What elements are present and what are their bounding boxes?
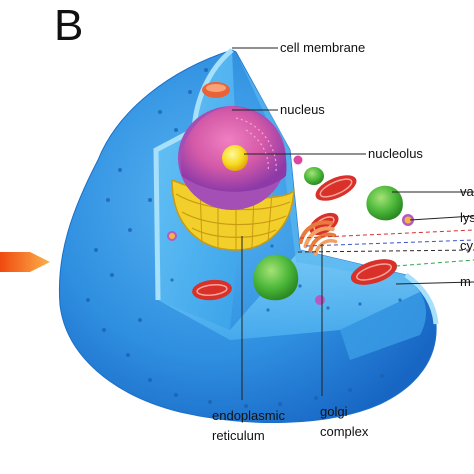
label-golgi-line1: golgi (320, 404, 348, 419)
label-nucleolus: nucleolus (368, 146, 423, 161)
label-cell-membrane: cell membrane (280, 40, 365, 55)
label-lysosome: lys (460, 210, 474, 225)
small-vacuole (304, 167, 324, 185)
label-vacuole: va (460, 184, 474, 199)
vesicle (293, 155, 303, 165)
mitochondrion (315, 175, 357, 201)
mitochondrion (350, 259, 398, 285)
vacuole (366, 185, 403, 221)
lysosome (167, 231, 177, 241)
leader-lines (232, 47, 474, 400)
arrow-icon (0, 252, 50, 272)
vacuole (253, 254, 299, 301)
vesicle (315, 295, 325, 305)
label-endoplasmic-reticulum-line1: endoplasmic (212, 408, 285, 423)
organelle-top (202, 82, 230, 98)
label-endoplasmic-reticulum-line2: reticulum (212, 428, 265, 443)
mitochondrion (192, 279, 232, 301)
golgi-complex (298, 220, 338, 256)
label-nucleus: nucleus (280, 102, 325, 117)
panel-letter: B (54, 1, 83, 50)
nucleolus (222, 145, 248, 171)
membrane-pores (86, 68, 402, 408)
label-cytoplasm: cy (460, 238, 474, 253)
dashed-leader-lines (297, 229, 474, 267)
label-mitochondria: m (460, 274, 471, 289)
label-golgi-line2: complex (320, 424, 369, 439)
lysosome (402, 214, 414, 226)
